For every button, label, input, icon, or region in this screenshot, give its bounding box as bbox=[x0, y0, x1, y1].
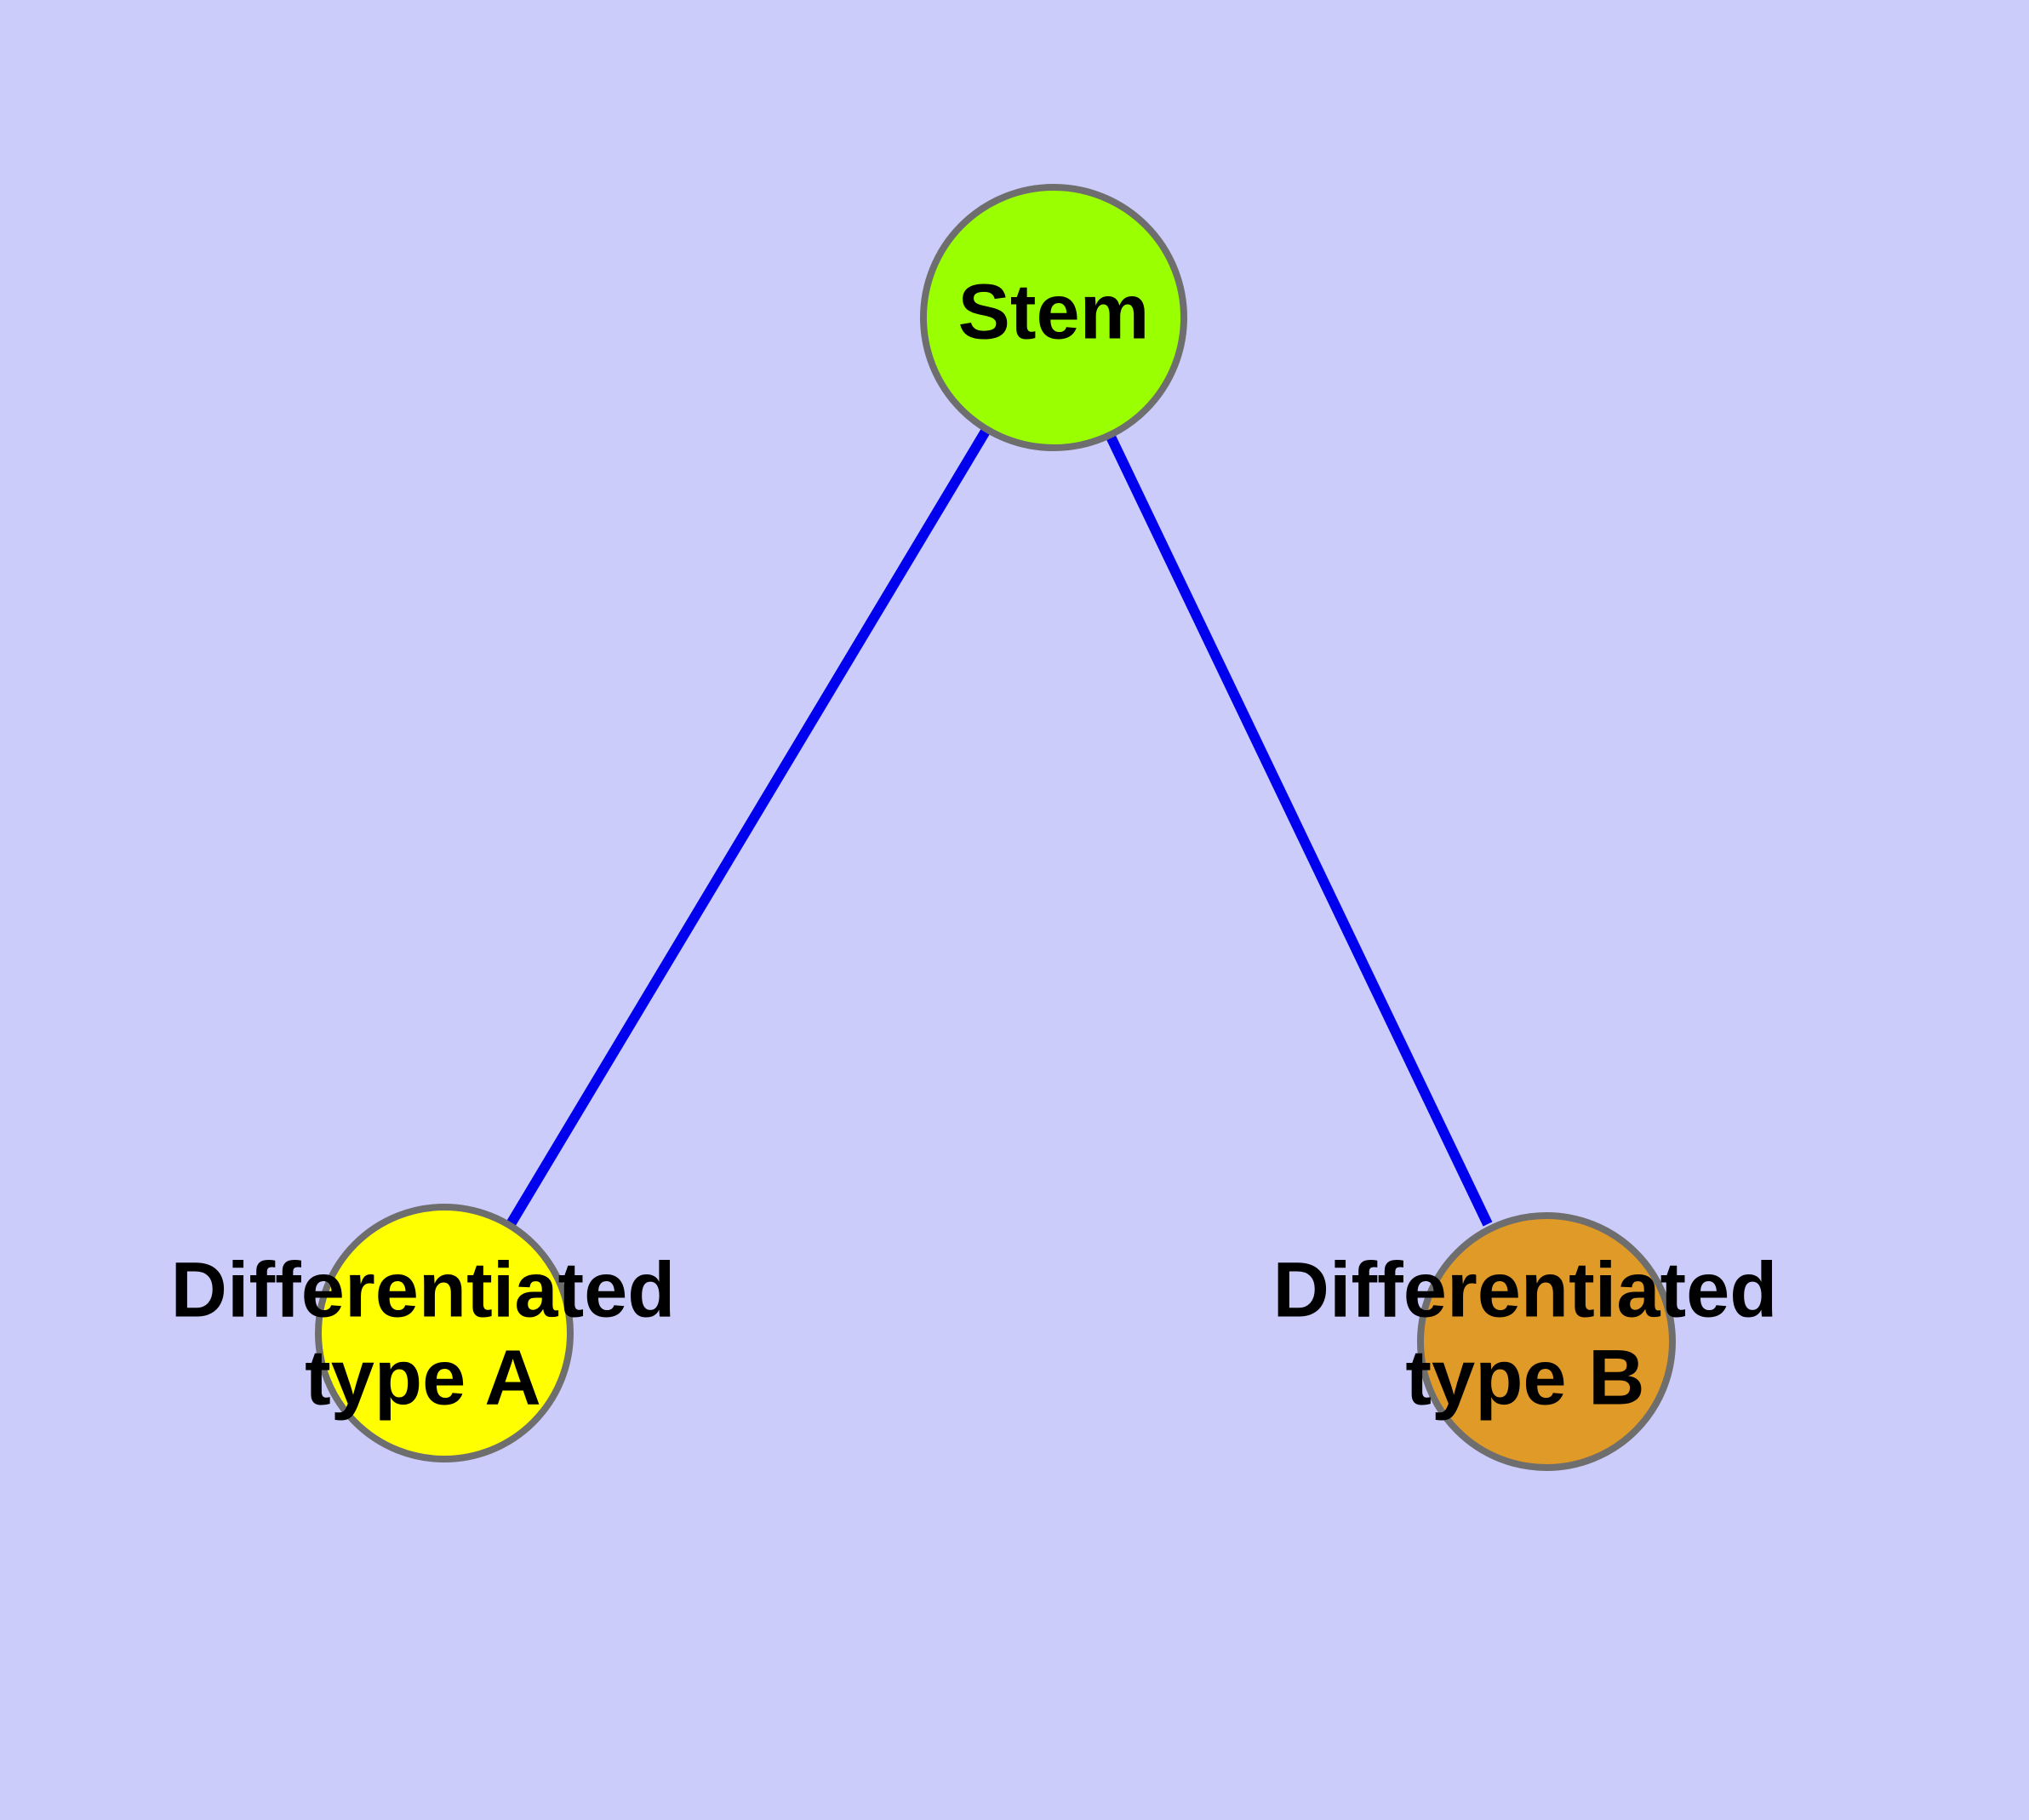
node-differentiated-type-a-label-line2: type A bbox=[305, 1334, 541, 1421]
node-differentiated-type-a-circle[interactable] bbox=[315, 1204, 574, 1462]
nodes-layer: Stem Differentiated type A Differentiate… bbox=[171, 184, 1778, 1471]
edges-layer bbox=[506, 314, 1493, 1228]
node-stem[interactable]: Stem bbox=[920, 184, 1187, 451]
node-differentiated-type-a-label-line1: Differentiated bbox=[171, 1246, 676, 1333]
node-stem-label: Stem bbox=[958, 268, 1150, 355]
node-differentiated-type-b-label-line1: Differentiated bbox=[1273, 1246, 1778, 1333]
node-differentiated-type-a[interactable]: Differentiated type A bbox=[171, 1204, 676, 1462]
node-differentiated-type-b[interactable]: Differentiated type B bbox=[1273, 1212, 1778, 1471]
node-stem-circle[interactable] bbox=[920, 184, 1187, 451]
node-differentiated-type-b-circle[interactable] bbox=[1417, 1212, 1676, 1471]
node-differentiated-type-b-label-line2: type B bbox=[1405, 1334, 1644, 1421]
edge-stem-to-differentiated-b[interactable] bbox=[1049, 315, 1493, 1227]
edge-stem-to-differentiated-a[interactable] bbox=[506, 314, 1059, 1228]
